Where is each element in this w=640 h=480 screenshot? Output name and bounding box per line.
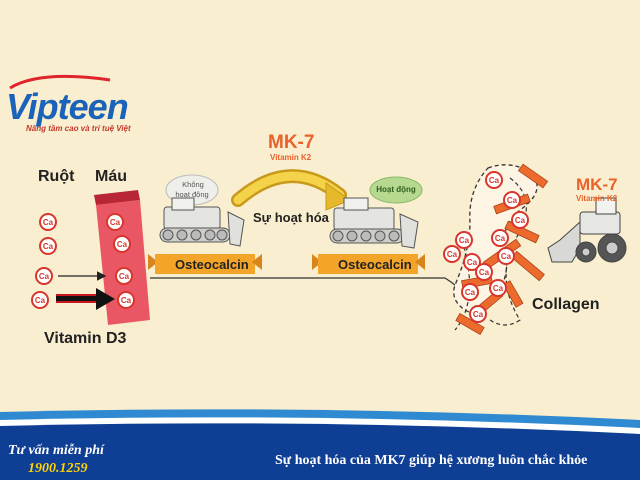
footer-caption: Sự hoạt hóa của MK7 giúp hệ xương luôn c… <box>275 453 588 468</box>
label-ruot: Ruột <box>38 168 75 185</box>
label-mk7-right: MK-7 <box>576 175 618 194</box>
label-collagen: Collagen <box>532 296 600 313</box>
label-mau: Máu <box>95 168 127 185</box>
footer-consult-text: Tư vấn miễn phí <box>8 443 104 458</box>
label-su-hoat-hoa: Sự hoạt hóa <box>253 210 329 225</box>
bulldozer-inactive <box>159 197 245 247</box>
label-khong-hoat-dong-2: hoạt động <box>175 190 209 199</box>
label-hoat-dong: Hoạt động <box>376 185 416 194</box>
blood-column <box>94 190 150 325</box>
label-mk7-center: MK-7 <box>268 132 315 153</box>
activation-arrowhead <box>325 182 352 211</box>
label-vitamin-d3: Vitamin D3 <box>44 330 127 347</box>
label-osteocalcin-1: Osteocalcin <box>175 257 249 272</box>
label-vitamin-k2-right: Vitamin K2 <box>576 194 618 203</box>
absorb-arrow-bold <box>56 288 115 310</box>
collagen-fibers <box>453 164 538 314</box>
bubble-active <box>369 176 423 204</box>
label-vitamin-k2-center: Vitamin K2 <box>270 153 312 162</box>
footer-phone[interactable]: 1900.1259 <box>28 461 88 476</box>
ribbon-osteocalcin-1 <box>148 254 262 274</box>
logo-swoosh <box>9 74 111 90</box>
brand-logo: Vipteen <box>6 86 129 127</box>
brand-tagline: Nâng tầm cao và trí tuệ Việt <box>26 124 131 133</box>
ribbon-osteocalcin-2 <box>312 254 425 274</box>
wheel-loader <box>547 197 627 263</box>
label-osteocalcin-2: Osteocalcin <box>338 257 412 272</box>
bulldozer-active <box>329 197 419 249</box>
footer-band <box>0 409 640 480</box>
label-khong-hoat-dong-1: Không <box>182 180 204 189</box>
